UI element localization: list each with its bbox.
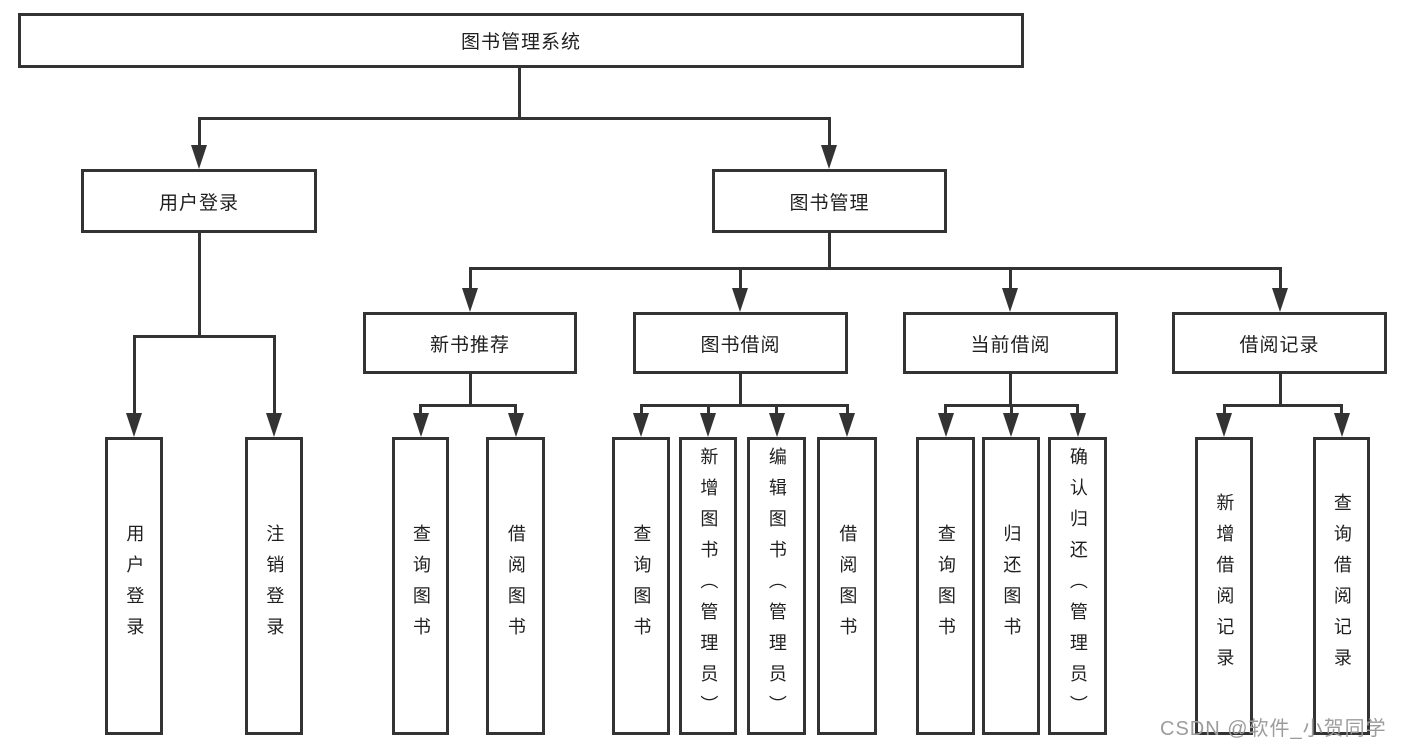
leaf-label: 查询图书 xyxy=(631,524,652,648)
leaf-borrow-books-borrowing: 借阅图书 xyxy=(817,437,877,735)
connector-line xyxy=(1340,404,1343,416)
leaf-user-login: 用户登录 xyxy=(105,437,163,735)
connector-line xyxy=(827,117,831,147)
leaf-label: 查询借阅记录 xyxy=(1331,493,1352,679)
connector-line xyxy=(1076,404,1079,416)
leaf-label: 注销登录 xyxy=(264,524,285,648)
connector-line xyxy=(706,404,710,416)
node-label: 借阅记录 xyxy=(1239,334,1320,356)
connector-line xyxy=(468,267,472,290)
connector-line xyxy=(1009,404,1013,416)
leaf-label: 查询图书 xyxy=(935,524,956,648)
connector-line xyxy=(1278,267,1282,290)
leaf-query-books-borrowing: 查询图书 xyxy=(612,437,670,735)
leaf-label: 借阅图书 xyxy=(505,524,526,648)
arrowhead-down-icon xyxy=(126,413,142,437)
node-library-management-system: 图书管理系统 xyxy=(18,13,1024,68)
leaf-add-books-admin: 新增图书（管理员） xyxy=(679,437,737,735)
connector-line xyxy=(132,335,136,415)
connector-line xyxy=(1008,374,1012,405)
leaf-query-books-current: 查询图书 xyxy=(916,437,975,735)
leaf-label: 查询图书 xyxy=(410,524,431,648)
arrowhead-down-icon xyxy=(633,413,649,437)
node-current-borrowing: 当前借阅 xyxy=(903,312,1118,374)
leaf-query-borrow-record: 查询借阅记录 xyxy=(1313,437,1370,735)
node-label: 图书管理系统 xyxy=(460,32,581,53)
connector-line xyxy=(639,404,849,407)
leaf-edit-books-admin: 编辑图书（管理员） xyxy=(747,437,806,735)
arrowhead-down-icon xyxy=(1069,413,1086,437)
node-label: 图书管理 xyxy=(789,192,870,214)
connector-line xyxy=(197,233,201,335)
arrowhead-down-icon xyxy=(937,413,954,437)
arrowhead-down-icon xyxy=(507,413,524,437)
node-label: 新书推荐 xyxy=(429,334,510,356)
connector-line xyxy=(419,404,422,416)
connector-line xyxy=(944,404,947,416)
connector-line xyxy=(639,404,643,416)
leaf-label: 新增借阅记录 xyxy=(1214,493,1235,679)
connector-line xyxy=(517,68,521,118)
connector-line xyxy=(1008,267,1012,290)
node-label: 用户登录 xyxy=(158,192,239,214)
arrowhead-down-icon xyxy=(1216,413,1232,437)
connector-line xyxy=(1222,404,1343,407)
connector-line xyxy=(738,267,742,290)
connector-line xyxy=(197,117,831,120)
node-book-management: 图书管理 xyxy=(712,169,947,233)
arrowhead-down-icon xyxy=(1333,413,1350,437)
leaf-label: 新增图书（管理员） xyxy=(698,446,719,726)
watermark: CSDN @软件_小贺同学 xyxy=(1160,718,1387,740)
connector-line xyxy=(514,404,517,416)
arrowhead-down-icon xyxy=(412,413,429,437)
node-new-book-recommendation: 新书推荐 xyxy=(363,312,577,374)
arrowhead-down-icon xyxy=(768,413,785,437)
arrowhead-down-icon xyxy=(700,413,716,437)
connector-line xyxy=(775,404,778,416)
leaf-label: 用户登录 xyxy=(124,524,145,648)
node-borrowing-records: 借阅记录 xyxy=(1172,312,1387,374)
leaf-label: 归还图书 xyxy=(1001,524,1022,648)
connector-line xyxy=(468,374,472,405)
leaf-label: 借阅图书 xyxy=(837,524,858,648)
leaf-add-borrow-record: 新增借阅记录 xyxy=(1195,437,1253,735)
arrowhead-down-icon xyxy=(266,413,282,437)
connector-line xyxy=(845,404,849,416)
connector-line xyxy=(827,233,831,268)
arrowhead-down-icon xyxy=(191,145,207,169)
leaf-confirm-return-admin: 确认归还（管理员） xyxy=(1048,437,1107,735)
node-label: 当前借阅 xyxy=(970,334,1051,356)
leaf-label: 编辑图书（管理员） xyxy=(766,446,787,726)
connector-line xyxy=(738,374,742,405)
connector-line xyxy=(468,267,1282,270)
node-book-borrowing: 图书借阅 xyxy=(633,312,848,374)
arrowhead-down-icon xyxy=(1272,288,1288,312)
leaf-label: 确认归还（管理员） xyxy=(1067,446,1088,726)
connector-line xyxy=(272,335,276,415)
connector-line xyxy=(1222,404,1226,416)
leaf-return-books: 归还图书 xyxy=(982,437,1040,735)
arrowhead-down-icon xyxy=(1003,413,1019,437)
node-label: 图书借阅 xyxy=(700,334,781,356)
leaf-logout-login: 注销登录 xyxy=(245,437,303,735)
connector-line xyxy=(197,117,201,147)
arrowhead-down-icon xyxy=(1002,288,1018,312)
arrowhead-down-icon xyxy=(821,145,837,169)
node-user-login: 用户登录 xyxy=(81,169,317,233)
arrowhead-down-icon xyxy=(462,288,478,312)
connector-line xyxy=(419,404,517,407)
arrowhead-down-icon xyxy=(839,413,855,437)
leaf-query-books-recommend: 查询图书 xyxy=(392,437,449,735)
connector-line xyxy=(132,335,275,338)
leaf-borrow-books-recommend: 借阅图书 xyxy=(486,437,545,735)
arrowhead-down-icon xyxy=(732,288,748,312)
connector-line xyxy=(1278,374,1282,405)
